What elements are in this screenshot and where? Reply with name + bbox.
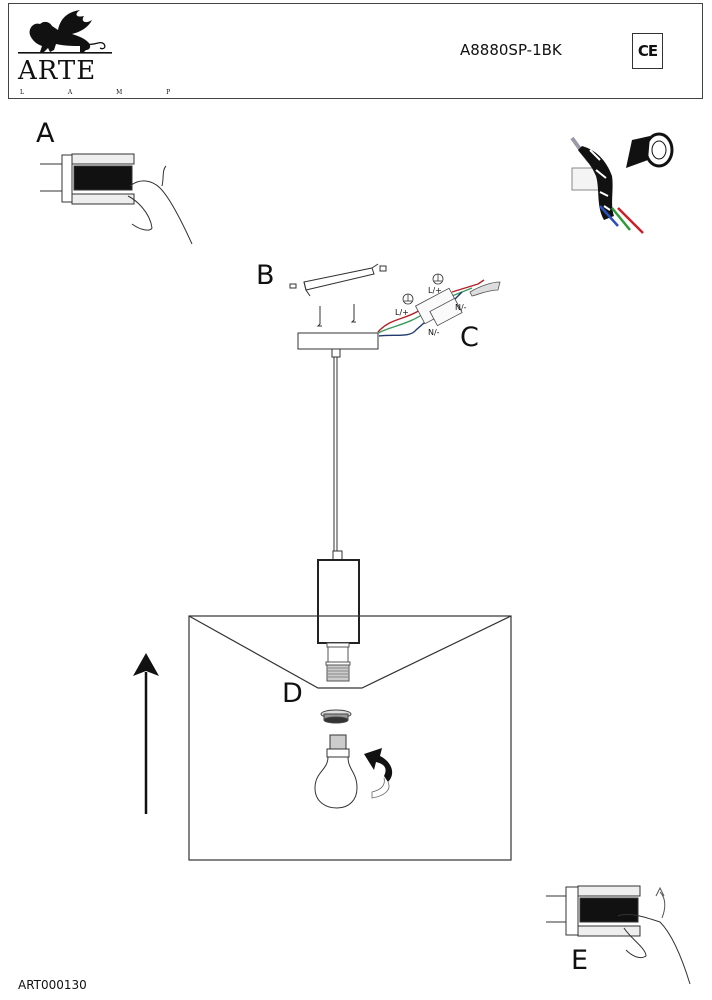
screw-icon bbox=[316, 304, 356, 327]
lamp-holder-housing bbox=[317, 559, 360, 644]
wiring-c-icon bbox=[377, 273, 501, 337]
cord-grip-bottom bbox=[332, 550, 343, 561]
canopy-cord-grip bbox=[331, 348, 341, 358]
green-wire bbox=[611, 207, 631, 231]
blue-wire bbox=[599, 205, 619, 227]
light-bulb-icon bbox=[314, 734, 358, 809]
ce-mark-icon: CE bbox=[632, 33, 663, 69]
step-label-b: B bbox=[256, 260, 275, 291]
bulb-socket-icon bbox=[325, 642, 351, 682]
insulation-tape-icon bbox=[570, 132, 674, 234]
lift-up-arrow-icon bbox=[133, 653, 159, 814]
rotate-clockwise-arrow-icon bbox=[364, 748, 393, 799]
shade-ring-icon bbox=[320, 709, 352, 724]
mounting-bracket-icon bbox=[289, 263, 387, 297]
model-code: A8880SP-1BK bbox=[460, 41, 562, 59]
suspension-cord bbox=[333, 357, 338, 552]
step-label-d: D bbox=[282, 678, 303, 709]
breaker-panel-e-icon bbox=[546, 885, 691, 985]
step-label-c: C bbox=[460, 322, 479, 353]
wire-label-neutral-1: N/- bbox=[455, 303, 467, 312]
document-code: ART000130 bbox=[18, 978, 87, 992]
brand-subtitle: L A M P bbox=[20, 89, 192, 96]
step-label-e: E bbox=[571, 945, 589, 976]
lion-logo-icon bbox=[18, 10, 112, 54]
terminal-block-icon bbox=[414, 287, 463, 327]
step-label-a: A bbox=[36, 118, 55, 149]
wire-label-live-2: L/+ bbox=[428, 286, 442, 295]
earth-symbol-icon bbox=[402, 273, 444, 305]
wire-label-neutral-2: N/- bbox=[428, 328, 440, 337]
ceiling-canopy bbox=[297, 332, 379, 350]
breaker-panel-a-icon bbox=[40, 153, 193, 245]
wire-label-live-1: L/+ bbox=[395, 308, 409, 317]
header-frame bbox=[8, 3, 703, 99]
brand-name: ARTE bbox=[18, 56, 97, 86]
red-wire bbox=[617, 207, 644, 234]
lamp-shade bbox=[188, 615, 512, 861]
